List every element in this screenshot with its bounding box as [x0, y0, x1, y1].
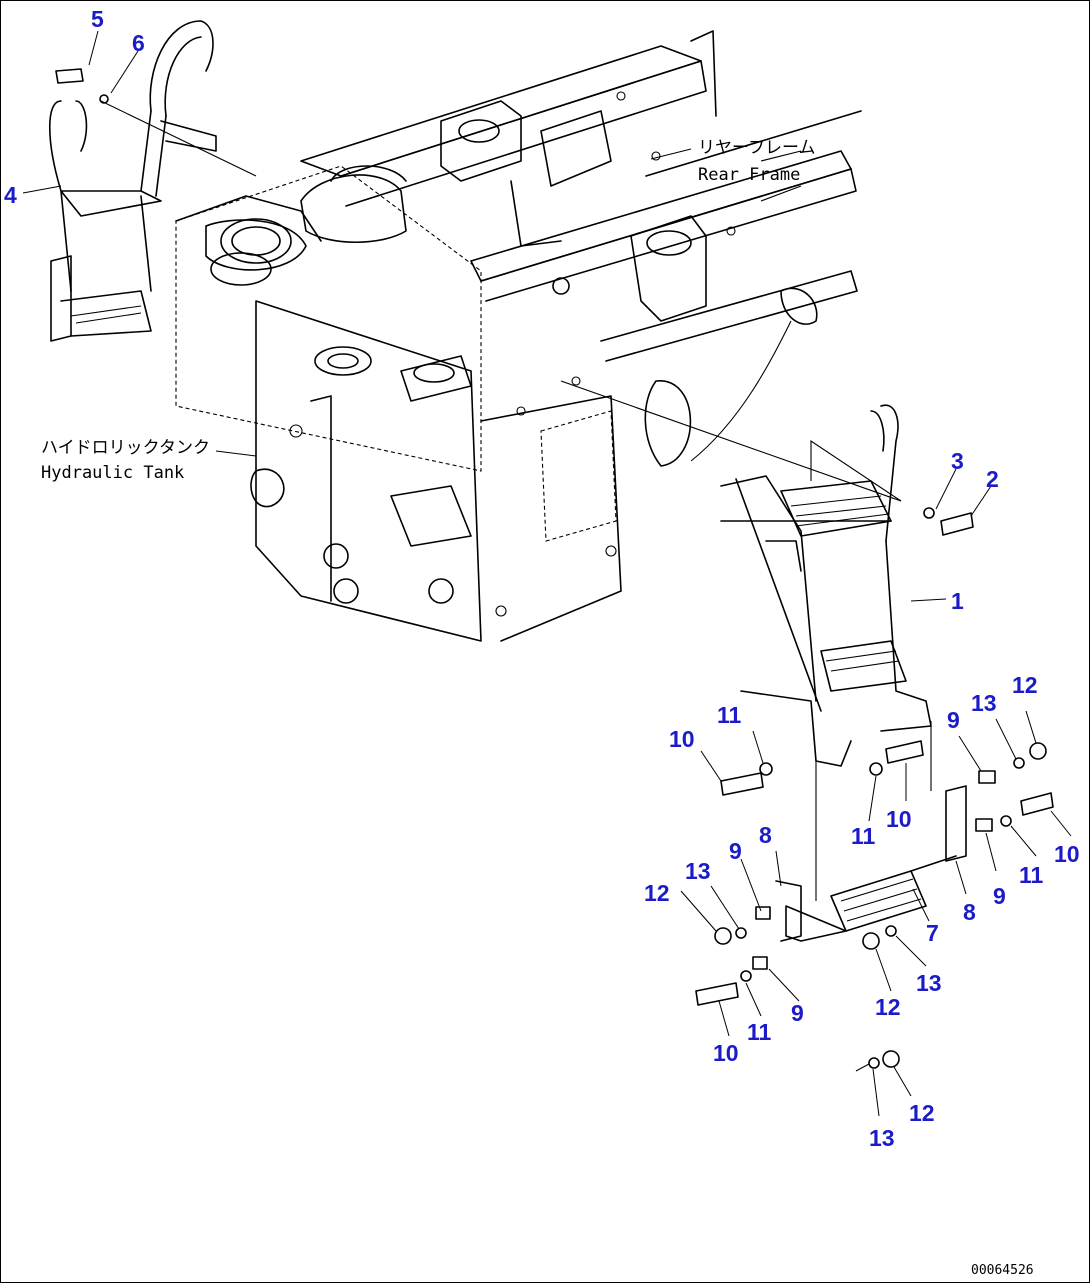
callout-13-b[interactable]: 13 [916, 970, 942, 996]
callout-10-c[interactable]: 10 [1054, 841, 1080, 867]
leader-lines [22, 30, 1072, 1117]
callout-2[interactable]: 2 [986, 466, 999, 492]
callout-11-a[interactable]: 11 [717, 702, 742, 728]
hydraulic-tank-label-en: Hydraulic Tank [41, 463, 184, 483]
ladder-main [720, 404, 932, 767]
callout-7[interactable]: 7 [926, 920, 939, 946]
callout-6[interactable]: 6 [132, 30, 145, 56]
callout-9-a[interactable]: 9 [947, 707, 960, 733]
rear-frame-label-en: Rear Frame [698, 165, 800, 185]
callout-11-d[interactable]: 11 [747, 1019, 772, 1045]
callout-12-c[interactable]: 12 [644, 880, 670, 906]
callout-10-d[interactable]: 10 [713, 1040, 739, 1066]
callout-12-d[interactable]: 12 [909, 1100, 935, 1126]
lower-step-assembly [695, 507, 1054, 1069]
rear-frame-label-ja: リヤーフレーム [698, 138, 815, 158]
drawing-code: 00064526 [971, 1263, 1034, 1278]
callout-11-c[interactable]: 11 [1019, 862, 1044, 888]
callout-8-a[interactable]: 8 [963, 899, 976, 925]
callout-11-b[interactable]: 11 [851, 823, 876, 849]
callout-5[interactable]: 5 [91, 6, 104, 32]
callout-1[interactable]: 1 [951, 588, 964, 614]
callout-13-d[interactable]: 13 [869, 1125, 895, 1151]
hydraulic-tank-label-ja: ハイドロリックタンク [41, 438, 210, 458]
handrail-ladder-upper [49, 20, 257, 342]
callout-10-b[interactable]: 10 [886, 806, 912, 832]
callout-4[interactable]: 4 [4, 182, 17, 208]
callout-10-a[interactable]: 10 [669, 726, 695, 752]
callout-9-d[interactable]: 9 [791, 1000, 804, 1026]
part-callouts: 5 6 4 3 2 1 10 11 11 10 9 13 12 10 11 9 … [4, 6, 1080, 1151]
callout-9-b[interactable]: 9 [993, 883, 1006, 909]
callout-9-c[interactable]: 9 [729, 838, 742, 864]
callout-13-a[interactable]: 13 [971, 690, 997, 716]
hydraulic-tank [175, 165, 902, 642]
rear-frame [300, 30, 862, 362]
callout-8-b[interactable]: 8 [759, 822, 772, 848]
callout-13-c[interactable]: 13 [685, 858, 711, 884]
callout-12-a[interactable]: 12 [1012, 672, 1038, 698]
callout-3[interactable]: 3 [951, 448, 964, 474]
callout-12-b[interactable]: 12 [875, 994, 901, 1020]
